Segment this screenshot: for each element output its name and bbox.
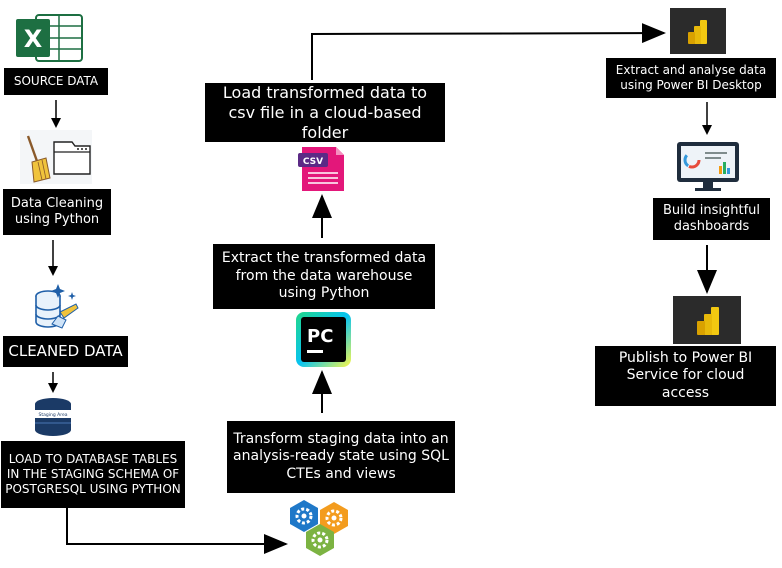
build-dashboards-label: Build insightful dashboards [662, 202, 761, 234]
staging-label: Staging Area [39, 412, 68, 418]
staging-database-icon: Staging Area [32, 396, 74, 438]
source-data-label: SOURCE DATA [13, 74, 99, 88]
load-staging-label: LOAD TO DATABASE TABLES IN THE STAGING S… [5, 452, 181, 496]
cleaned-data-label: CLEANED DATA [8, 342, 123, 361]
publish-label: Publish to Power BI Service for cloud ac… [618, 349, 753, 401]
pycharm-letters: PC [307, 326, 333, 347]
build-dashboards-box: Build insightful dashboards [653, 198, 770, 240]
csv-label: CSV [303, 157, 323, 167]
transform-box: Transform staging data into an analysis-… [227, 421, 455, 493]
load-csv-label: Load transformed data to csv file in a c… [222, 82, 428, 142]
excel-icon: X [14, 11, 84, 65]
extract-powerbi-box: Extract and analyse data using Power BI … [606, 58, 776, 98]
publish-box: Publish to Power BI Service for cloud ac… [595, 346, 776, 406]
source-data-box: SOURCE DATA [4, 68, 108, 95]
powerbi-service-icon [673, 296, 741, 344]
extract-powerbi-label: Extract and analyse data using Power BI … [615, 63, 767, 92]
data-cleaning-box: Data Cleaning using Python [3, 189, 111, 235]
cleaned-database-icon [32, 282, 80, 330]
load-staging-box: LOAD TO DATABASE TABLES IN THE STAGING S… [1, 441, 185, 508]
data-cleaning-label: Data Cleaning using Python [10, 195, 104, 227]
pycharm-icon: PC [296, 312, 351, 367]
transform-label: Transform staging data into an analysis-… [233, 430, 449, 482]
powerbi-icon [670, 8, 726, 54]
dashboard-monitor-icon [675, 140, 741, 194]
load-csv-box: Load transformed data to csv file in a c… [205, 83, 445, 142]
arrow-csv-to-powerbi [311, 23, 666, 80]
gears-icon [286, 498, 358, 558]
extract-warehouse-label: Extract the transformed data from the da… [221, 250, 427, 302]
cleaned-data-box: CLEANED DATA [3, 336, 128, 367]
excel-letter: X [24, 25, 43, 53]
data-cleaning-icon [20, 130, 92, 184]
csv-file-icon: CSV [298, 145, 348, 193]
arrow-load-to-transform [66, 508, 288, 554]
extract-warehouse-box: Extract the transformed data from the da… [213, 244, 435, 309]
